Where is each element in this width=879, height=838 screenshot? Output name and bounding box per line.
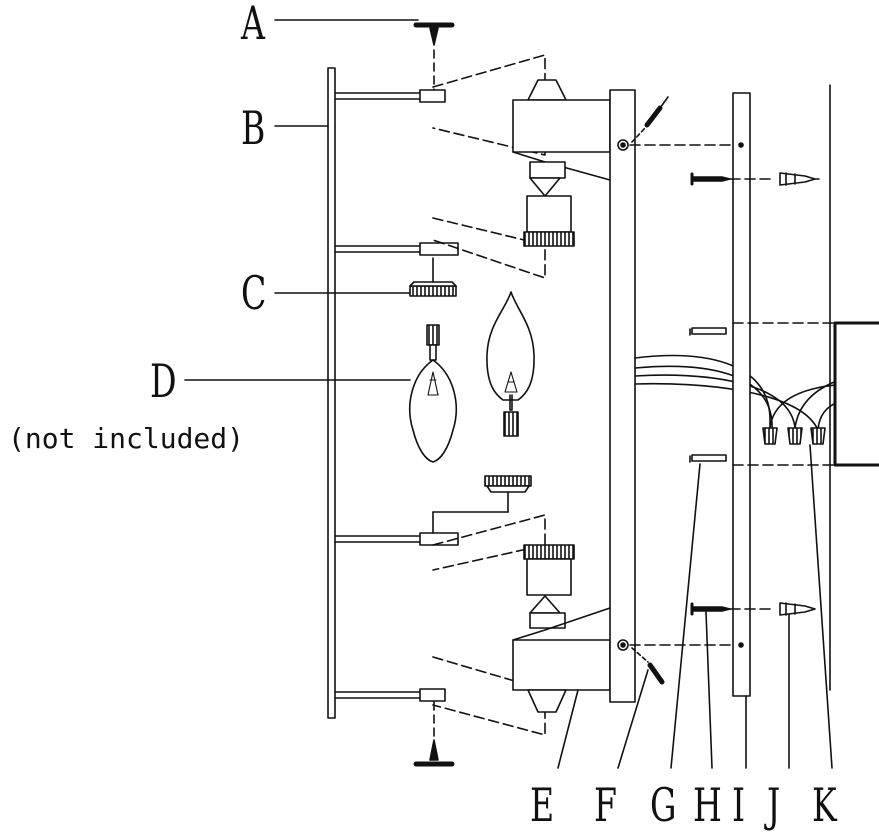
label-i: I xyxy=(732,778,746,832)
arm-upper-mid xyxy=(334,242,459,256)
label-g: G xyxy=(650,778,677,832)
finial-top xyxy=(413,22,455,91)
upper-holder xyxy=(512,79,611,247)
wood-screw-bottom xyxy=(690,602,776,616)
label-d-note: (not included) xyxy=(8,422,245,455)
leader-e xyxy=(557,689,579,769)
mounting-plate xyxy=(609,89,636,703)
arm-bottom xyxy=(334,688,446,702)
bulb-cup-top xyxy=(409,257,457,297)
finial-bottom xyxy=(413,701,455,767)
mounting-screw-bottom xyxy=(689,454,727,463)
junction-box xyxy=(732,321,879,467)
wall-anchor-top xyxy=(779,172,823,186)
label-e: E xyxy=(530,778,555,832)
leader-f xyxy=(617,669,649,769)
wall-anchor-bottom xyxy=(779,602,816,616)
label-f: F xyxy=(594,778,617,832)
glass-outline-lower-mid xyxy=(432,514,546,571)
leader-k xyxy=(809,444,833,769)
label-d: D xyxy=(150,354,177,408)
label-h: H xyxy=(693,778,722,832)
wood-screw-top xyxy=(690,172,776,186)
bulb-cup-bottom xyxy=(432,475,532,534)
bulb-right xyxy=(486,291,535,437)
arm-top xyxy=(334,89,446,103)
label-c: C xyxy=(241,266,267,320)
arm-lower-mid xyxy=(334,532,459,546)
label-k: K xyxy=(812,778,837,832)
label-j: J xyxy=(767,778,781,832)
leader-g xyxy=(670,463,701,769)
label-b: B xyxy=(241,101,266,155)
label-a: A xyxy=(241,0,265,50)
backplate xyxy=(327,67,336,719)
set-screw-bottom xyxy=(631,647,665,685)
leader-h xyxy=(705,611,713,769)
mounting-screw-top xyxy=(689,327,727,336)
wire-nuts xyxy=(762,427,826,445)
set-screw-top xyxy=(631,96,669,143)
lower-holder xyxy=(512,544,611,713)
crossbar xyxy=(732,92,751,697)
bulb-left xyxy=(409,324,457,463)
